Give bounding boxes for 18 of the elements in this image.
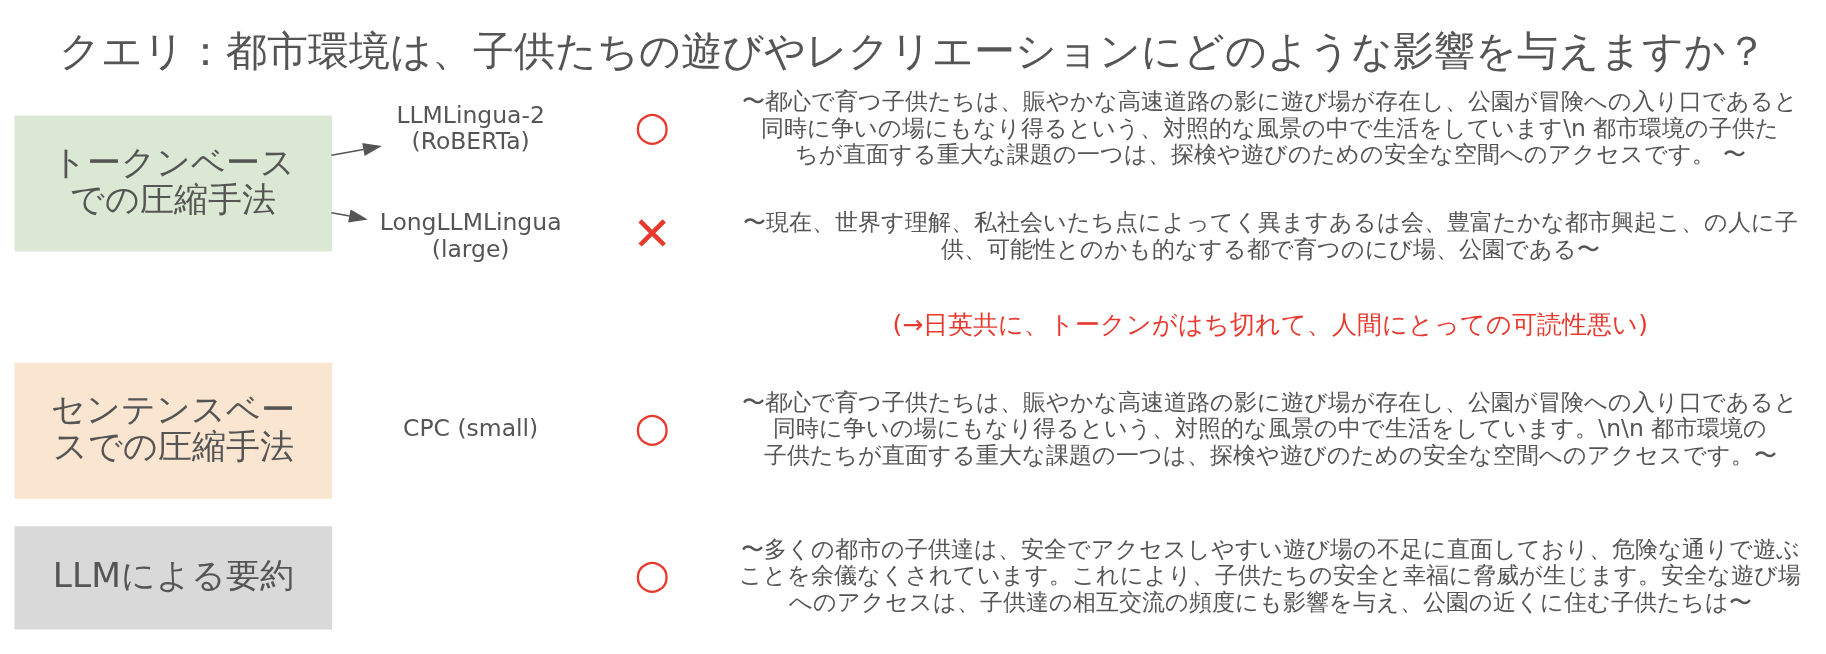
label: ○ bbox=[633, 549, 670, 598]
label: 〜都心で育つ子供たちは、賑やかな高速道路の影に遊び場が存在し、公園が冒険への入り口であると同時に争いの場にもなり得るという、対照的な風景の中で生活をしています\n 都市環境の子供たちが直面する重大な課題の一つは、探検や遊びのための安全な空間へのアクセスです。 〜 bbox=[741, 86, 1798, 168]
label: ○ bbox=[633, 402, 670, 451]
label: 〜多くの都市の子供達は、安全でアクセスしやすい遊び場の不足に直面しており、危険な通りで遊ぶことを余儀なくされています。これにより、子供たちの安全と幸福に脅威が生じます。安全な遊び場へのアクセスは、子供達の相互交流の頻度にも影響を与え、公園の近くに住む子供たちは〜 bbox=[738, 534, 1801, 616]
diagram-title: クエリ：都市環境は、子供たちの遊びやレクリエーションにどのような影響を与えますか？ bbox=[59, 26, 1767, 75]
node-box: センテンスベースでの圧縮手法 bbox=[14, 362, 332, 499]
label: (→日英共に、トークンがはち切れて、人間にとっての可読性悪い) bbox=[892, 309, 1648, 339]
label: ✕ bbox=[631, 205, 672, 261]
label: CPC (small) bbox=[402, 413, 538, 442]
node-box: LLMによる要約 bbox=[14, 525, 332, 629]
arrow bbox=[330, 142, 382, 156]
node-text: LLMLingua-2 (RoBERTa) bbox=[395, 100, 545, 155]
node-box: トークンベースでの圧縮手法 bbox=[14, 114, 332, 252]
label: 〜都心で育つ子供たちは、賑やかな高速道路の影に遊び場が存在し、公園が冒険への入り口であると同時に争いの場にもなり得るという、対照的な風景の中で生活をしています。\n\n 都市環境の子供たちが直面する重大な課題の一つは、探検や遊びのための安全な空間へのアクセスです。〜 bbox=[741, 387, 1798, 469]
label: ○ bbox=[633, 101, 670, 150]
label: 〜現在、世界す理解、私社会いたち点によってく異ますあるは会、豊富たかな都市興起こ、の人に子供、可能性とのかも的なする都で育つのにび場、公園である〜 bbox=[742, 207, 1798, 263]
arrow bbox=[330, 209, 368, 222]
node-text: LongLLMLingua (large) bbox=[379, 207, 562, 263]
